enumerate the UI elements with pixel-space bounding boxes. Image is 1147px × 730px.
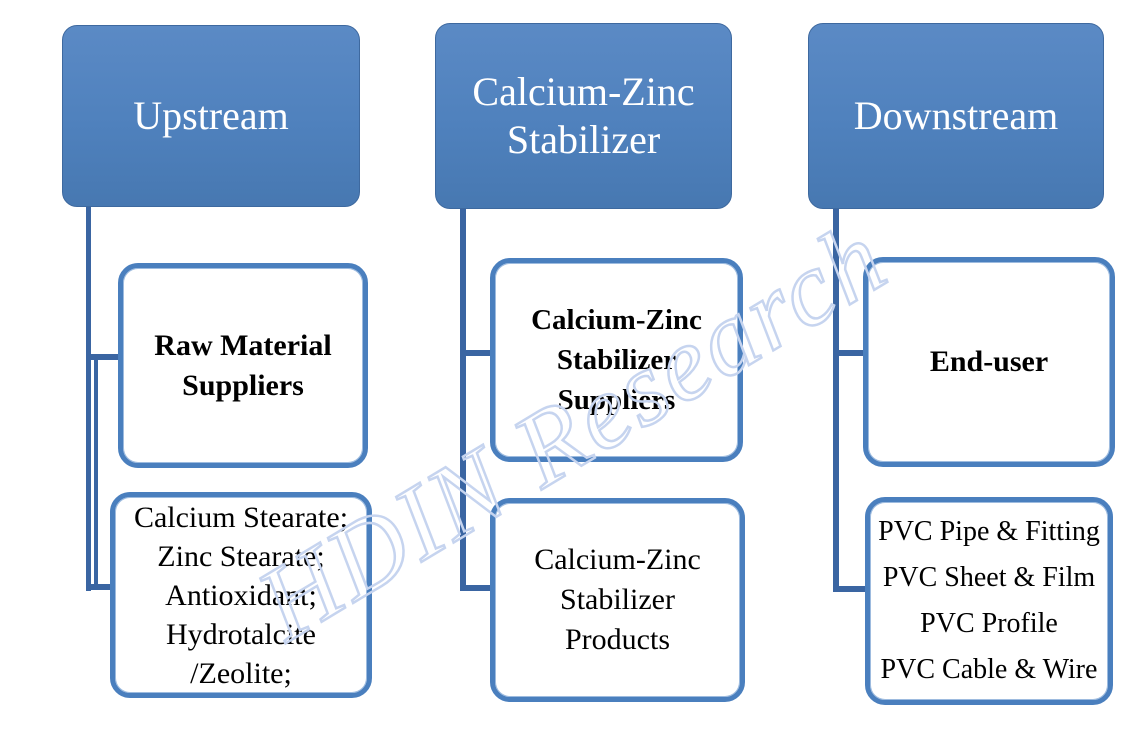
stabilizer-connector-branch-lower xyxy=(460,585,494,591)
raw-materials-list-box: Calcium Stearate; Zinc Stearate; Antioxi… xyxy=(110,492,372,698)
upstream-connector-trunk-lower xyxy=(94,357,98,589)
downstream-connector-branch-upper xyxy=(833,350,867,356)
upstream-header-box: Upstream xyxy=(62,25,360,207)
upstream-connector-branch-lower xyxy=(86,584,116,590)
raw-material-suppliers-box: Raw Material Suppliers xyxy=(118,263,368,468)
stabilizer-products-box: Calcium-Zinc Stabilizer Products xyxy=(490,498,745,702)
downstream-connector-trunk xyxy=(833,206,839,592)
stabilizer-connector-trunk xyxy=(460,206,466,591)
downstream-connector-branch-lower xyxy=(833,586,869,592)
upstream-connector-branch-upper xyxy=(86,354,122,360)
stabilizer-header-box: Calcium-Zinc Stabilizer xyxy=(435,23,732,209)
end-user-box: End-user xyxy=(863,257,1115,467)
upstream-connector-trunk xyxy=(86,204,91,591)
stabilizer-suppliers-box: Calcium-Zinc Stabilizer Suppliers xyxy=(490,258,743,462)
downstream-header-box: Downstream xyxy=(808,23,1104,209)
pvc-applications-box: PVC Pipe & Fitting PVC Sheet & Film PVC … xyxy=(865,497,1113,705)
stabilizer-connector-branch-upper xyxy=(460,350,494,356)
